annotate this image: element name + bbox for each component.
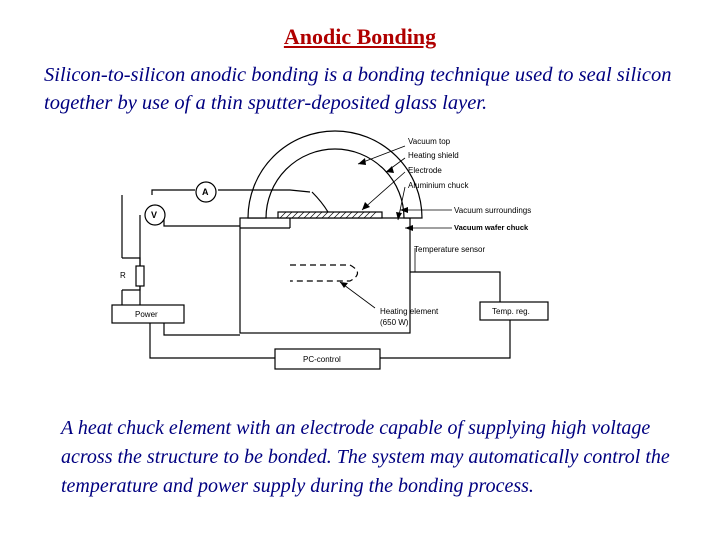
resistor-label: R <box>120 271 126 280</box>
vacuum-surroundings-label: Vacuum surroundings <box>454 206 531 215</box>
wire-top <box>151 189 195 195</box>
ammeter-label: A <box>202 187 209 197</box>
power-label: Power <box>135 310 158 319</box>
slide-title: Anodic Bonding <box>283 24 437 49</box>
heating-shield-label: Heating shield <box>408 151 459 160</box>
ammeter <box>195 181 217 203</box>
resistor <box>135 265 145 287</box>
electrode-wire <box>311 191 329 213</box>
electrode-label: Electrode <box>408 166 442 175</box>
pc-control-label: PC-control <box>303 355 341 364</box>
intro-paragraph: Silicon-to-silicon anodic bonding is a b… <box>44 64 672 114</box>
pc-control-box <box>274 348 381 370</box>
vacuum-wafer-chuck-label: Vacuum wafer chuck <box>454 223 529 232</box>
wafer-electrode <box>277 211 383 219</box>
temperature-sensor-label: Temperature sensor <box>414 245 485 254</box>
anodic-bonding-diagram: A V R Vacuum top Heating shield Electrod… <box>100 130 570 400</box>
temp-reg-box <box>479 301 549 321</box>
heating-element-coil <box>290 264 359 282</box>
chuck-body <box>239 217 411 334</box>
heating-power-label: (650 W) <box>380 318 409 327</box>
heating-element-label: Heating element <box>380 307 439 316</box>
wire-bottom <box>149 323 275 359</box>
temp-reg-label: Temp. reg. <box>492 307 530 316</box>
caption-paragraph: A heat chuck element with an electrode c… <box>61 417 670 497</box>
diagram-svg: A V R Vacuum top Heating shield Electrod… <box>111 130 549 370</box>
aluminium-chuck-label: Aluminium chuck <box>408 181 469 190</box>
voltmeter-label: V <box>151 210 157 220</box>
heating-shield <box>247 130 423 219</box>
vacuum-top-label: Vacuum top <box>408 137 451 146</box>
voltmeter <box>144 204 166 226</box>
power-box <box>111 304 185 324</box>
wire-sensor <box>410 271 501 302</box>
